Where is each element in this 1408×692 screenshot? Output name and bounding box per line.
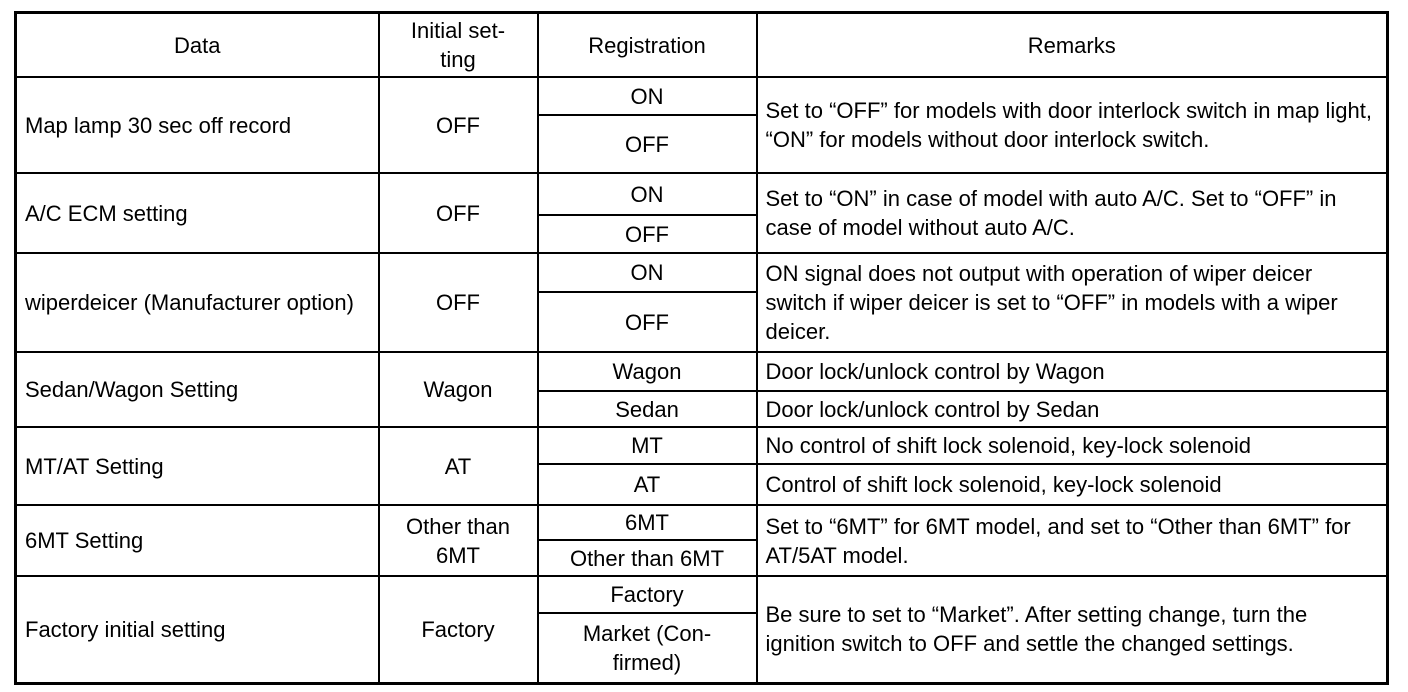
data-cell: Factory initial setting xyxy=(14,575,380,685)
registration-cell: Sedan xyxy=(536,390,758,429)
table-row: Map lamp 30 sec off record OFF ON Set to… xyxy=(14,76,1389,175)
initial-setting-cell: AT xyxy=(377,426,539,507)
table-row: A/C ECM setting OFF ON Set to “ON” in ca… xyxy=(14,172,1389,255)
table-row: Other than 6MT xyxy=(16,539,1388,578)
initial-setting-cell: Factory xyxy=(377,575,539,685)
registration-cell: ON xyxy=(536,172,758,217)
registration-cell: Other than 6MT xyxy=(536,539,758,578)
registration-cell: OFF xyxy=(536,114,758,175)
settings-table: Data Initial set- ting Registration Rema… xyxy=(14,11,1389,685)
remarks-cell: Door lock/unlock control by Sedan xyxy=(755,390,1389,429)
table-row: AT Control of shift lock solenoid, key-l… xyxy=(16,463,1389,507)
table-row: Factory initial setting Factory Factory … xyxy=(14,575,1389,685)
data-cell: 6MT Setting xyxy=(14,504,380,578)
remarks-cell: No control of shift lock solenoid, key-l… xyxy=(755,426,1389,466)
registration-cell: Market (Con- firmed) xyxy=(536,612,758,685)
column-header-data: Data xyxy=(14,11,380,79)
data-cell: A/C ECM setting xyxy=(14,172,380,255)
registration-cell: ON xyxy=(536,252,758,294)
data-cell: wiperdeicer (Manufacturer option) xyxy=(14,252,380,354)
table-row: MT/AT Setting AT MT No control of shift … xyxy=(14,426,1389,507)
registration-cell: OFF xyxy=(536,214,758,255)
remarks-cell: Control of shift lock solenoid, key-lock… xyxy=(755,463,1389,507)
table-row: wiperdeicer (Manufacturer option) OFF ON… xyxy=(14,252,1389,354)
remarks-cell: Door lock/unlock control by Wagon xyxy=(755,351,1389,393)
table-row: OFF xyxy=(16,214,1388,255)
column-header-registration: Registration xyxy=(536,11,758,79)
initial-setting-cell: OFF xyxy=(377,76,539,175)
registration-cell: Factory xyxy=(536,575,758,615)
table-row: OFF xyxy=(16,114,1388,175)
table-row: 6MT Setting Other than 6MT 6MT Set to “6… xyxy=(14,504,1389,578)
table-row: OFF xyxy=(16,291,1388,354)
registration-cell: OFF xyxy=(536,291,758,354)
initial-setting-cell: OFF xyxy=(377,252,539,354)
remarks-cell: Be sure to set to “Market”. After settin… xyxy=(755,575,1389,685)
initial-setting-cell: OFF xyxy=(377,172,539,255)
data-cell: MT/AT Setting xyxy=(14,426,380,507)
data-cell: Map lamp 30 sec off record xyxy=(14,76,380,175)
registration-cell: ON xyxy=(536,76,758,117)
remarks-cell: Set to “ON” in case of model with auto A… xyxy=(755,172,1389,255)
registration-cell: AT xyxy=(536,463,758,507)
remarks-cell: Set to “OFF” for models with door interl… xyxy=(755,76,1389,175)
remarks-cell: Set to “6MT” for 6MT model, and set to “… xyxy=(755,504,1389,578)
registration-cell: MT xyxy=(536,426,758,466)
table-row: Sedan Door lock/unlock control by Sedan xyxy=(16,390,1389,429)
registration-cell: Wagon xyxy=(536,351,758,393)
header-row: Data Initial set- ting Registration Rema… xyxy=(14,11,1389,79)
initial-setting-cell: Other than 6MT xyxy=(377,504,539,578)
table-row: Market (Con- firmed) xyxy=(16,612,1388,685)
column-header-remarks: Remarks xyxy=(755,11,1389,79)
data-cell: Sedan/Wagon Setting xyxy=(14,351,380,429)
column-header-initial-setting: Initial set- ting xyxy=(377,11,539,79)
registration-cell: 6MT xyxy=(536,504,758,542)
initial-setting-cell: Wagon xyxy=(377,351,539,429)
table-row: Sedan/Wagon Setting Wagon Wagon Door loc… xyxy=(14,351,1389,429)
remarks-cell: ON signal does not output with operation… xyxy=(755,252,1389,354)
